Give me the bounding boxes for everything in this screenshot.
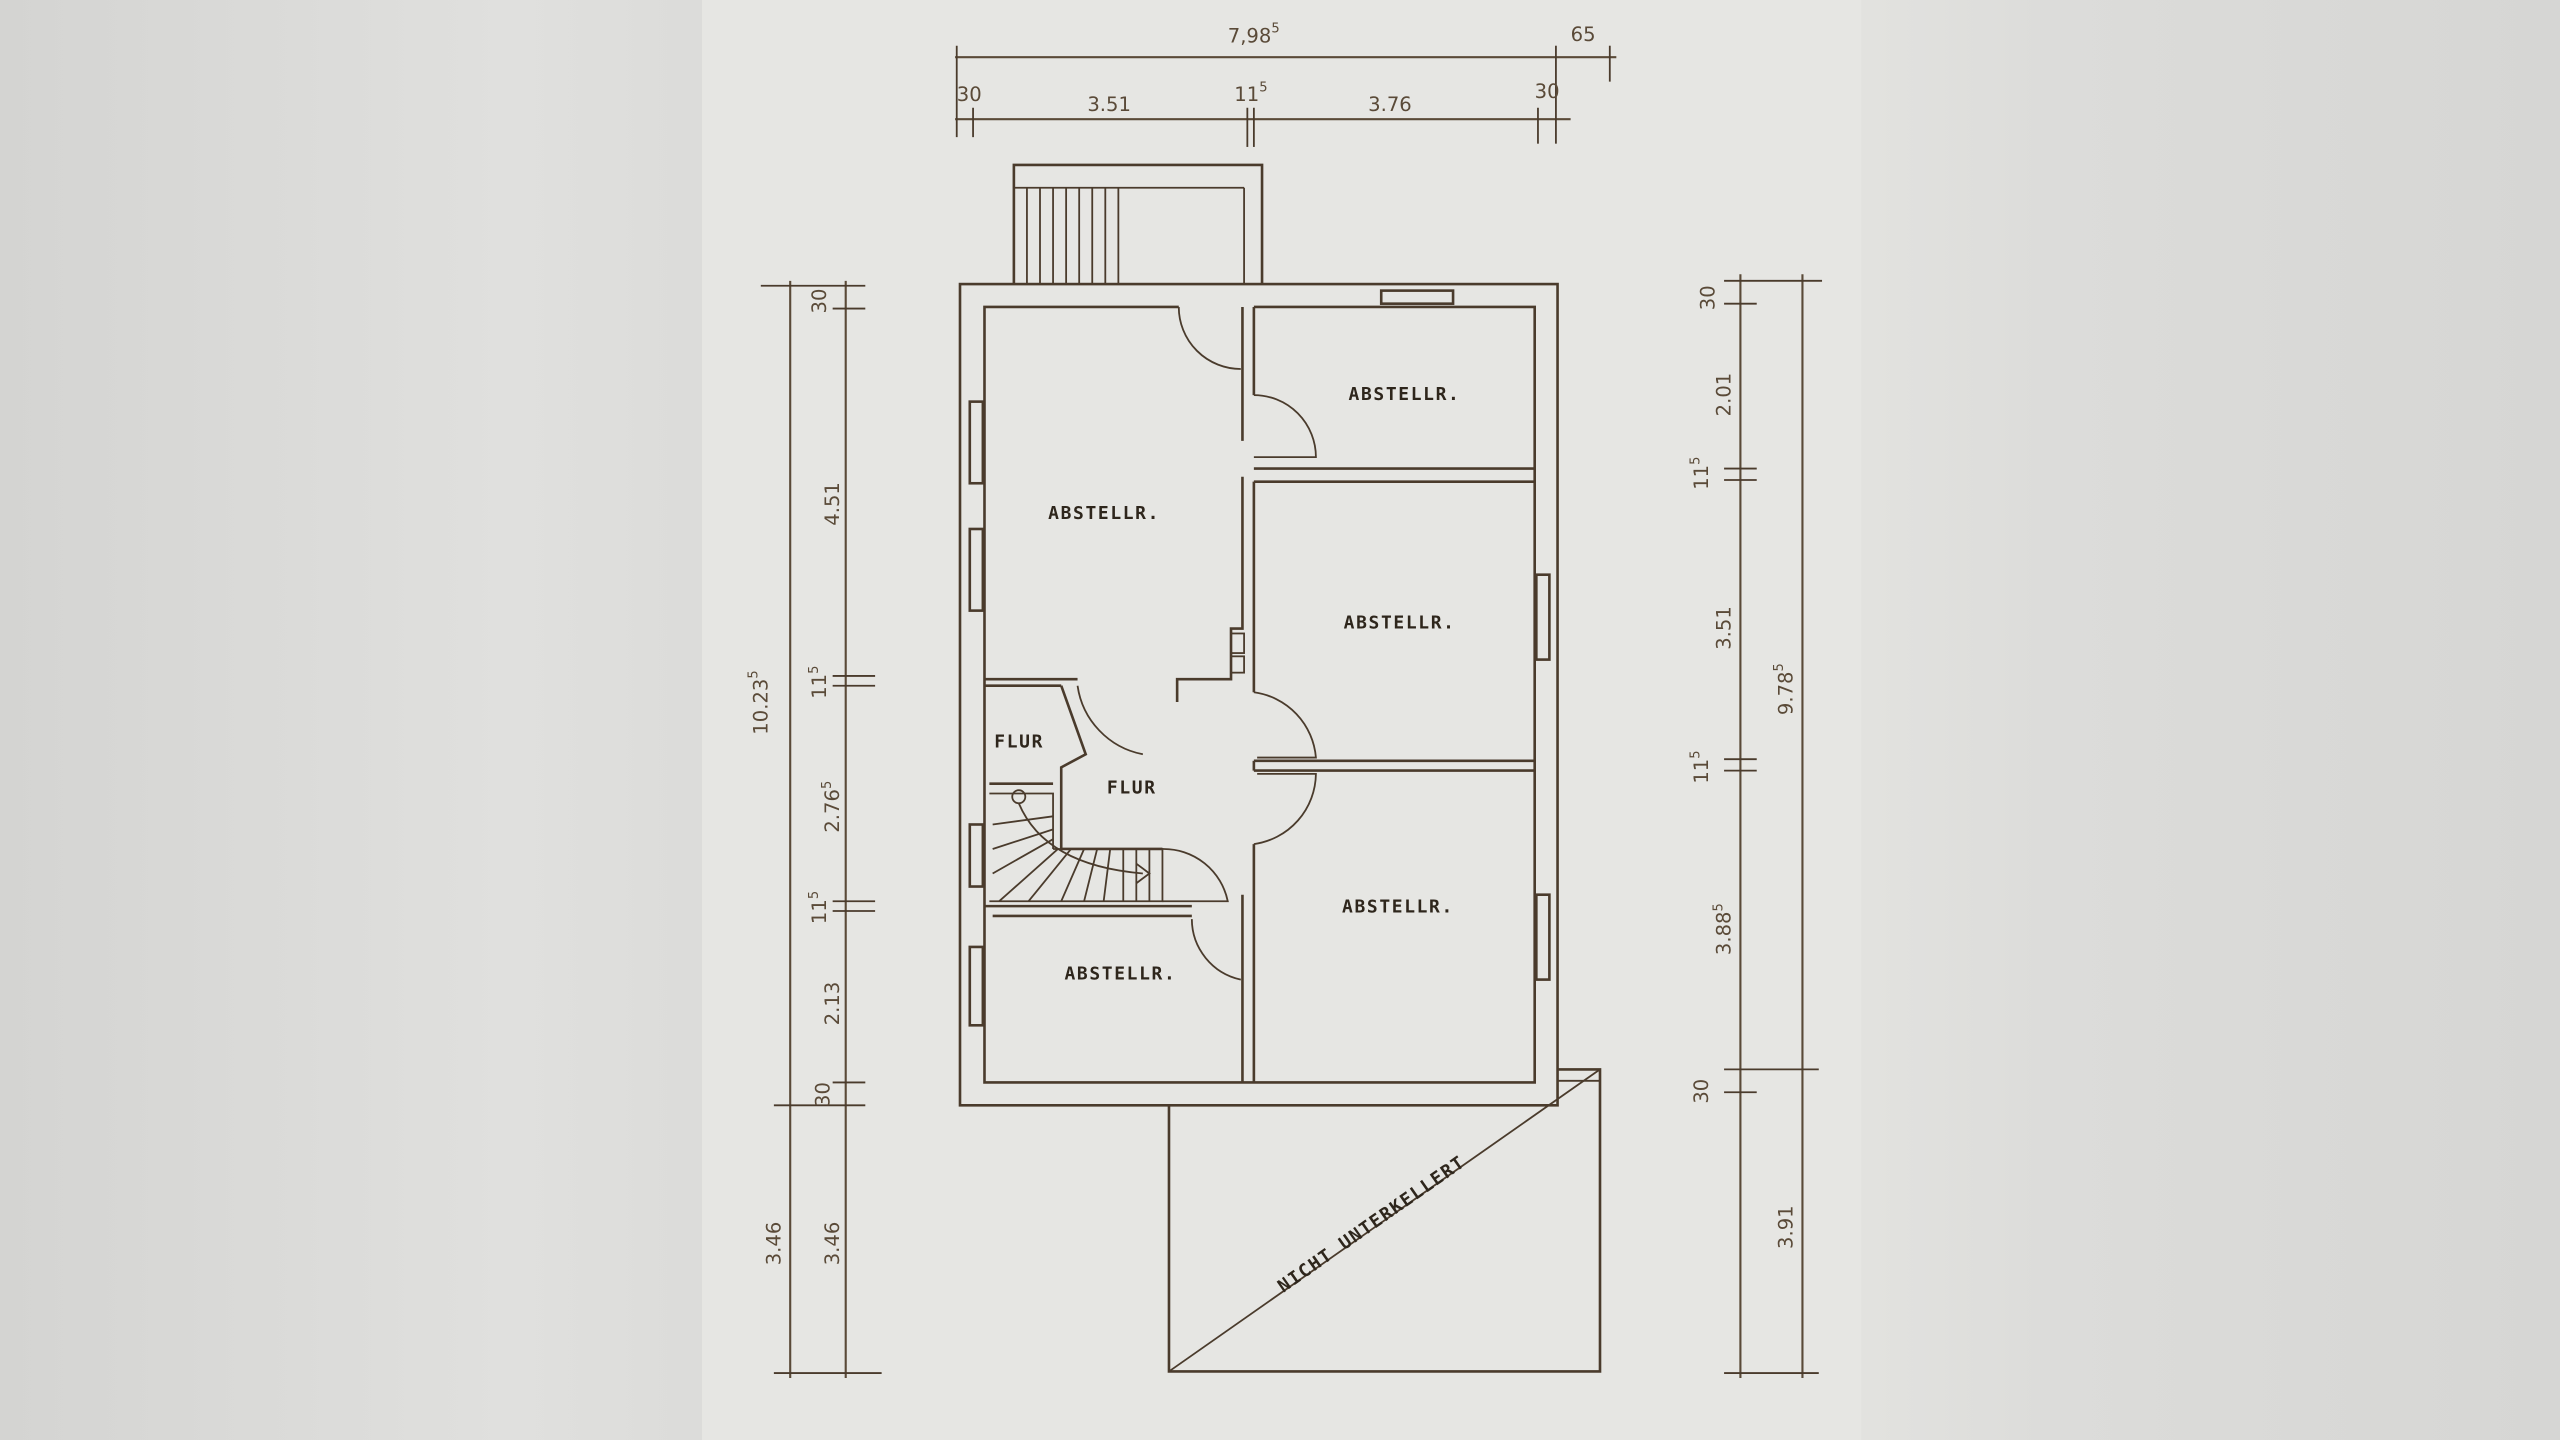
dim-right-total: 9.785 bbox=[1772, 663, 1798, 715]
dim-left-seg: 115 bbox=[807, 666, 831, 699]
dim-right-seg: 3.885 bbox=[1711, 903, 1735, 955]
room-label: ABSTELLR. bbox=[1344, 613, 1456, 634]
doors bbox=[1076, 306, 1317, 981]
room-label: FLUR bbox=[994, 732, 1044, 753]
dim-top-seg: 30 bbox=[1535, 80, 1560, 103]
dim-top-seg: 115 bbox=[1234, 80, 1267, 106]
room-label: ABSTELLR. bbox=[1048, 503, 1160, 524]
dim-left-seg: 2.13 bbox=[821, 982, 844, 1026]
dim-right-seg: 30 bbox=[1696, 285, 1719, 310]
dim-right-seg: 3.91 bbox=[1775, 1205, 1798, 1249]
dim-top-seg: 3.51 bbox=[1087, 93, 1131, 116]
dim-left-seg: 4.51 bbox=[821, 482, 844, 526]
top-dimensions: 7,985 65 30 3.51 115 3.76 30 bbox=[955, 22, 1617, 147]
exterior-stair bbox=[1012, 163, 1264, 285]
dim-left-seg: 30 bbox=[811, 1082, 834, 1107]
paper-sheet bbox=[702, 0, 1862, 1440]
left-dimensions: 10.235 3.46 30 4.51 115 2.765 115 2.13 3… bbox=[747, 280, 882, 1378]
dim-left-seg: 115 bbox=[807, 891, 831, 924]
dim-left-seg: 2.765 bbox=[820, 781, 844, 833]
dim-right-seg: 3.51 bbox=[1713, 606, 1736, 650]
room-label: FLUR bbox=[1107, 777, 1157, 798]
room-label: ABSTELLR. bbox=[1064, 964, 1176, 985]
dim-right-seg: 2.01 bbox=[1713, 373, 1736, 417]
dim-top-seg: 30 bbox=[957, 83, 982, 106]
walls bbox=[958, 282, 1559, 1107]
dim-top-total: 7,985 bbox=[1228, 22, 1280, 48]
dim-left-lower: 3.46 bbox=[762, 1222, 785, 1266]
dim-left-seg: 30 bbox=[808, 289, 831, 314]
room-label: ABSTELLR. bbox=[1349, 384, 1461, 405]
dim-right-seg: 30 bbox=[1690, 1079, 1713, 1104]
annex-not-basement bbox=[1167, 1068, 1602, 1373]
room-label: ABSTELLR. bbox=[1342, 897, 1454, 918]
right-dimensions: 30 2.01 115 3.51 115 3.885 30 3.91 9.785 bbox=[1689, 274, 1823, 1378]
dim-right-seg: 115 bbox=[1689, 457, 1713, 490]
dim-top-seg: 3.76 bbox=[1368, 93, 1412, 116]
dim-left-seg: 3.46 bbox=[821, 1222, 844, 1266]
dim-left-total: 10.235 bbox=[747, 670, 773, 734]
dim-right-seg: 115 bbox=[1689, 750, 1713, 783]
interior-stair bbox=[989, 789, 1164, 903]
dim-top-overhang: 65 bbox=[1571, 23, 1596, 46]
